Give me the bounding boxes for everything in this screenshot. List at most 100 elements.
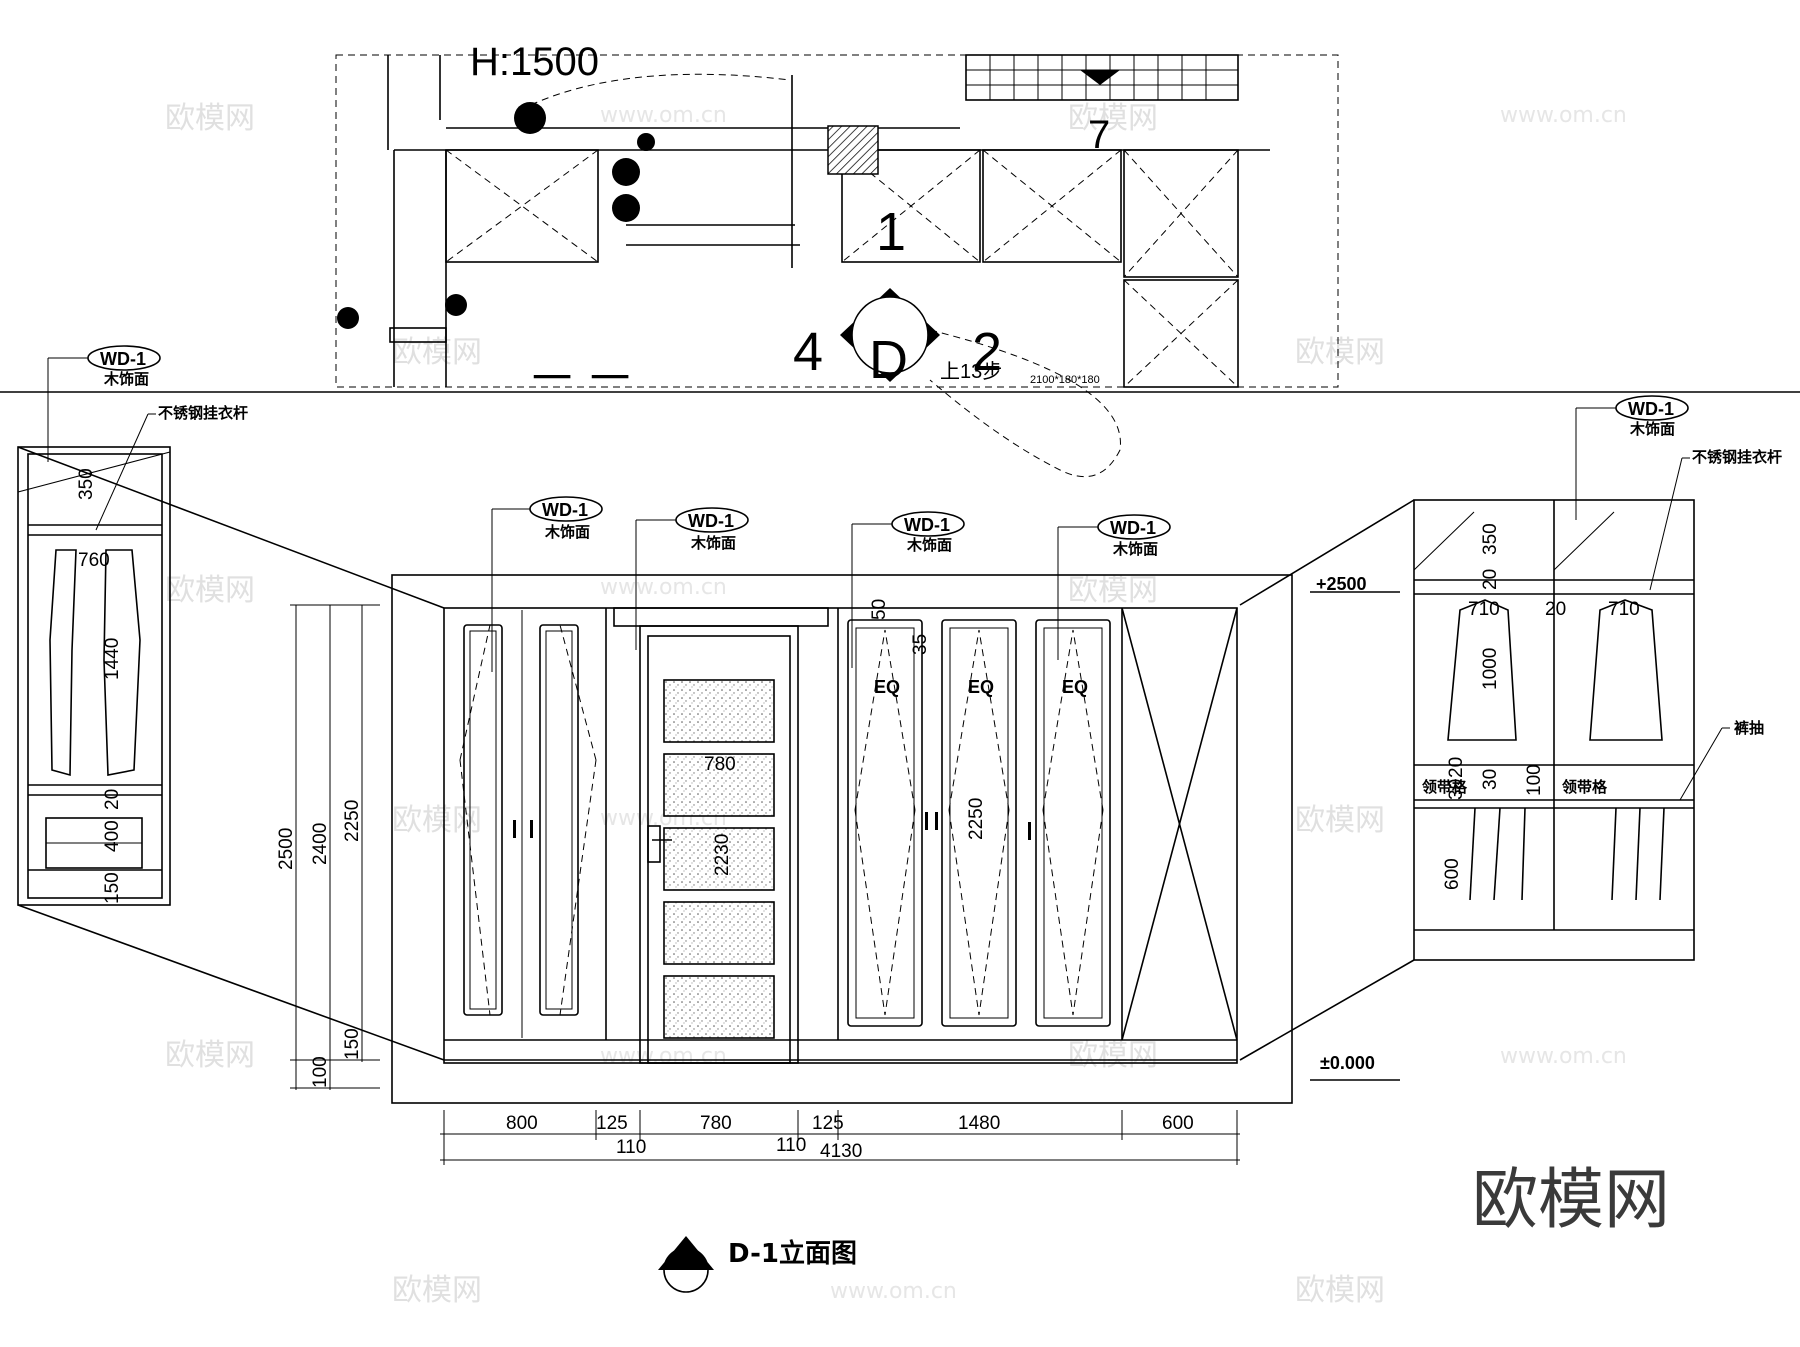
eq-label: EQ	[1062, 677, 1088, 697]
tie-grid-label: 领带格	[1561, 778, 1608, 796]
height-2500: 2500	[276, 828, 297, 870]
width-1480: 1480	[958, 1113, 1000, 1134]
watermark-url: www.om.cn	[600, 103, 727, 128]
height-2250: 2250	[342, 800, 363, 842]
width-125: 125	[812, 1113, 844, 1134]
height-150: 150	[342, 1028, 363, 1060]
right-dim-350: 350	[1480, 523, 1501, 555]
plan-height-label: H:1500	[470, 40, 599, 84]
left-detail: 350 760 1440 20 400 150 WD-1 木饰面 不锈钢挂衣杆	[17, 345, 445, 1061]
marker-number-top: 1	[876, 202, 906, 262]
width-dimensions: 800 125 780 125 1480 600 110 110 4130	[440, 1110, 1240, 1165]
wd-tag: WD-1 木饰面	[491, 496, 603, 672]
watermark-url: www.om.cn	[600, 575, 727, 600]
rod-label: 不锈钢挂衣杆	[158, 404, 248, 422]
watermark-brand: 欧模网	[1068, 1038, 1158, 1073]
watermark-brand: 欧模网	[165, 101, 255, 136]
wd-tag: WD-1 木饰面	[1575, 395, 1689, 520]
right-dim-20: 20	[1446, 757, 1467, 778]
fixture-dot	[337, 307, 359, 329]
width-800: 800	[506, 1113, 538, 1134]
watermark-brand: 欧模网	[392, 335, 482, 370]
watermark-brand: 欧模网	[1295, 1273, 1385, 1308]
plan-view: H:1500	[0, 40, 1800, 478]
eq-label: EQ	[874, 677, 900, 697]
section-index-marker: 1 4 D 2	[793, 202, 1002, 390]
right-dim-600: 600	[1442, 858, 1463, 890]
wardrobe-right	[837, 607, 1238, 1041]
level-top: +2500	[1316, 574, 1367, 594]
marker-number-left: 4	[793, 322, 823, 382]
svg-text:木饰面: 木饰面	[544, 523, 590, 541]
stair-spec: 2100*180*180	[1030, 374, 1100, 386]
tie-grid-label: 领带格	[1421, 778, 1468, 796]
svg-text:木饰面: 木饰面	[1629, 420, 1675, 438]
fixture-dot	[637, 133, 655, 151]
svg-text:一: 一	[532, 357, 572, 401]
left-dim-350: 350	[76, 468, 97, 500]
leaf-height-dim: 2250	[966, 798, 987, 840]
left-dim-760: 760	[78, 550, 110, 571]
watermarks: 欧模网 www.om.cn 欧模网 www.om.cn 欧模网 欧模网 欧模网 …	[165, 101, 1627, 1308]
watermark-url: www.om.cn	[1500, 1044, 1627, 1069]
level-markers: +2500 ±0.000	[1310, 574, 1400, 1081]
watermark-brand: 欧模网	[165, 1038, 255, 1073]
entry-door	[613, 607, 829, 1064]
right-dim-30: 30	[1480, 769, 1501, 790]
left-dim-20: 20	[102, 789, 123, 810]
width-110: 110	[776, 1135, 806, 1156]
width-125: 125	[596, 1113, 628, 1134]
right-dim-30: 30	[1446, 779, 1467, 800]
height-2400: 2400	[310, 823, 331, 865]
marker-letter: D	[869, 330, 908, 390]
svg-text:WD-1: WD-1	[100, 349, 146, 369]
width-600: 600	[1162, 1113, 1194, 1134]
right-dim-1000: 1000	[1480, 648, 1501, 690]
top-gap-dim: 35	[910, 634, 931, 655]
watermark-url: www.om.cn	[1500, 103, 1627, 128]
door-width-dim: 780	[704, 754, 736, 775]
stair-note: 上13步	[940, 360, 1002, 383]
plan-small-number: 7	[1088, 113, 1110, 157]
svg-text:WD-1: WD-1	[1110, 518, 1156, 538]
width-total: 4130	[820, 1141, 862, 1162]
watermark-brand: 欧模网	[1295, 803, 1385, 838]
width-780: 780	[700, 1113, 732, 1134]
right-dim-20: 20	[1480, 569, 1501, 590]
drawing-title: D-1立面图	[658, 1236, 857, 1293]
wd-tag: WD-1 木饰面	[851, 511, 965, 668]
fixture-dot	[445, 294, 467, 316]
main-elevation: EQ EQ EQ 780 2230 2250 50 35	[391, 574, 1293, 1104]
trouser-rack-label: 裤抽	[1734, 719, 1764, 737]
left-dim-400: 400	[102, 820, 123, 852]
callout-tags: WD-1 木饰面 WD-1 木饰面 WD-1 木饰面 WD-1 木饰面	[491, 496, 1171, 672]
svg-text:木饰面: 木饰面	[1112, 540, 1158, 558]
width-110: 110	[616, 1137, 646, 1158]
level-floor: ±0.000	[1320, 1053, 1375, 1073]
rod-label: 不锈钢挂衣杆	[1692, 448, 1782, 466]
svg-text:木饰面: 木饰面	[690, 534, 736, 552]
right-dim-20: 20	[1545, 599, 1566, 620]
right-dim-710: 710	[1468, 599, 1500, 620]
left-dim-1440: 1440	[102, 638, 123, 680]
right-dim-710: 710	[1608, 599, 1640, 620]
fixture-dot	[612, 194, 640, 222]
left-dim-150: 150	[102, 872, 123, 904]
height-dimensions: 2500 2400 2250 150 100	[276, 604, 380, 1090]
watermark-url: www.om.cn	[830, 1279, 957, 1304]
watermark-brand: 欧模网	[392, 1273, 482, 1308]
right-detail: 350 20 710 20 710 1000 20 30 30 100 600 …	[1239, 395, 1782, 1061]
svg-text:WD-1: WD-1	[904, 515, 950, 535]
watermark-brand: 欧模网	[1068, 573, 1158, 608]
wd-tag: WD-1 木饰面	[1057, 514, 1171, 660]
wardrobe-left	[459, 608, 607, 1040]
title-text: D-1立面图	[728, 1238, 857, 1269]
svg-text:一: 一	[590, 357, 630, 401]
watermark-url: www.om.cn	[600, 1044, 727, 1069]
watermark-brand: 欧模网	[1068, 101, 1158, 136]
plan-cabinets	[445, 125, 1239, 388]
marker-number-right: 2	[972, 322, 1002, 382]
svg-text:WD-1: WD-1	[542, 500, 588, 520]
top-gap-dim: 50	[869, 599, 890, 620]
